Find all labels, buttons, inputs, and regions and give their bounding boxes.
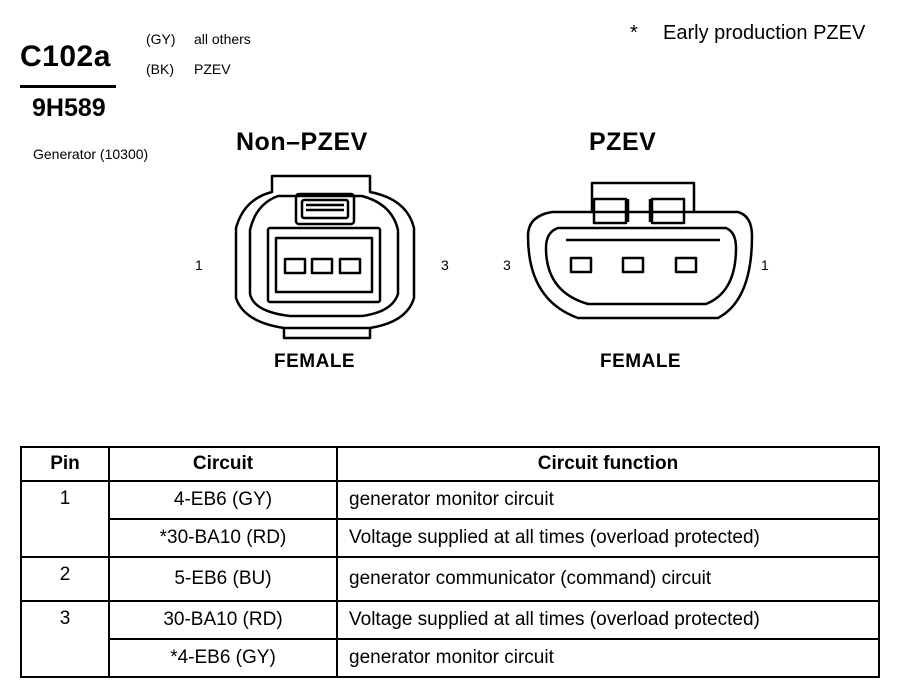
- function-cell: generator communicator (command) circuit: [336, 556, 880, 602]
- column-header-pin: Pin: [20, 446, 110, 482]
- pin-label-right-pzev: 1: [761, 257, 769, 273]
- view-title-pzev: PZEV: [589, 128, 657, 156]
- circuit-cell: *30-BA10 (RD): [108, 518, 338, 558]
- pin-label-left-pzev: 3: [503, 257, 511, 273]
- connector-face-pzev: [526, 181, 754, 320]
- variant-code: (BK): [146, 61, 174, 77]
- variant-line-bk: (BK) PZEV: [146, 61, 231, 77]
- production-note: * Early production PZEV: [630, 22, 865, 45]
- table-row: *30-BA10 (RD) Voltage supplied at all ti…: [21, 518, 880, 558]
- circuit-cell: 5-EB6 (BU): [108, 556, 338, 602]
- table-row: 3 30-BA10 (RD) Voltage supplied at all t…: [20, 600, 880, 678]
- part-name: Generator (10300): [33, 146, 149, 162]
- connector-face-non-pzev: [234, 174, 416, 340]
- connector-id: C102a: [20, 40, 111, 73]
- variant-label: PZEV: [194, 61, 231, 77]
- function-cell: Voltage supplied at all times (overload …: [336, 600, 880, 640]
- part-number: 9H589: [32, 94, 106, 122]
- function-cell: generator monitor circuit: [336, 480, 880, 520]
- variant-label: all others: [194, 31, 251, 47]
- pinout-table: Pin Circuit Circuit function 1 4-EB6 (GY…: [20, 446, 880, 678]
- table-row: 2 5-EB6 (BU) generator communicator (com…: [20, 556, 880, 602]
- pin-cell: 2: [20, 556, 110, 602]
- variant-code: (GY): [146, 31, 176, 47]
- table-row: *4-EB6 (GY) generator monitor circuit: [21, 638, 880, 678]
- gender-label-non-pzev: FEMALE: [274, 351, 356, 372]
- connector-id-underline: [20, 85, 116, 88]
- circuit-cell: 4-EB6 (GY): [108, 480, 338, 520]
- circuit-cell: *4-EB6 (GY): [108, 638, 338, 678]
- variant-line-gy: (GY) all others: [146, 31, 251, 47]
- circuit-cell: 30-BA10 (RD): [108, 600, 338, 640]
- function-cell: generator monitor circuit: [336, 638, 880, 678]
- function-cell: Voltage supplied at all times (overload …: [336, 518, 880, 558]
- view-title-non-pzev: Non–PZEV: [236, 128, 368, 156]
- pin-label-left-non-pzev: 1: [195, 257, 203, 273]
- pin-label-right-non-pzev: 3: [441, 257, 449, 273]
- pin-cell: 1: [20, 480, 110, 558]
- table-row: 1 4-EB6 (GY) generator monitor circuit: [20, 480, 880, 558]
- table-header-row: Pin Circuit Circuit function: [20, 446, 880, 482]
- note-marker: *: [630, 22, 638, 44]
- pin-cell: 3: [20, 600, 110, 678]
- gender-label-pzev: FEMALE: [600, 351, 682, 372]
- column-header-function: Circuit function: [336, 446, 880, 482]
- note-text: Early production PZEV: [663, 22, 866, 44]
- column-header-circuit: Circuit: [108, 446, 338, 482]
